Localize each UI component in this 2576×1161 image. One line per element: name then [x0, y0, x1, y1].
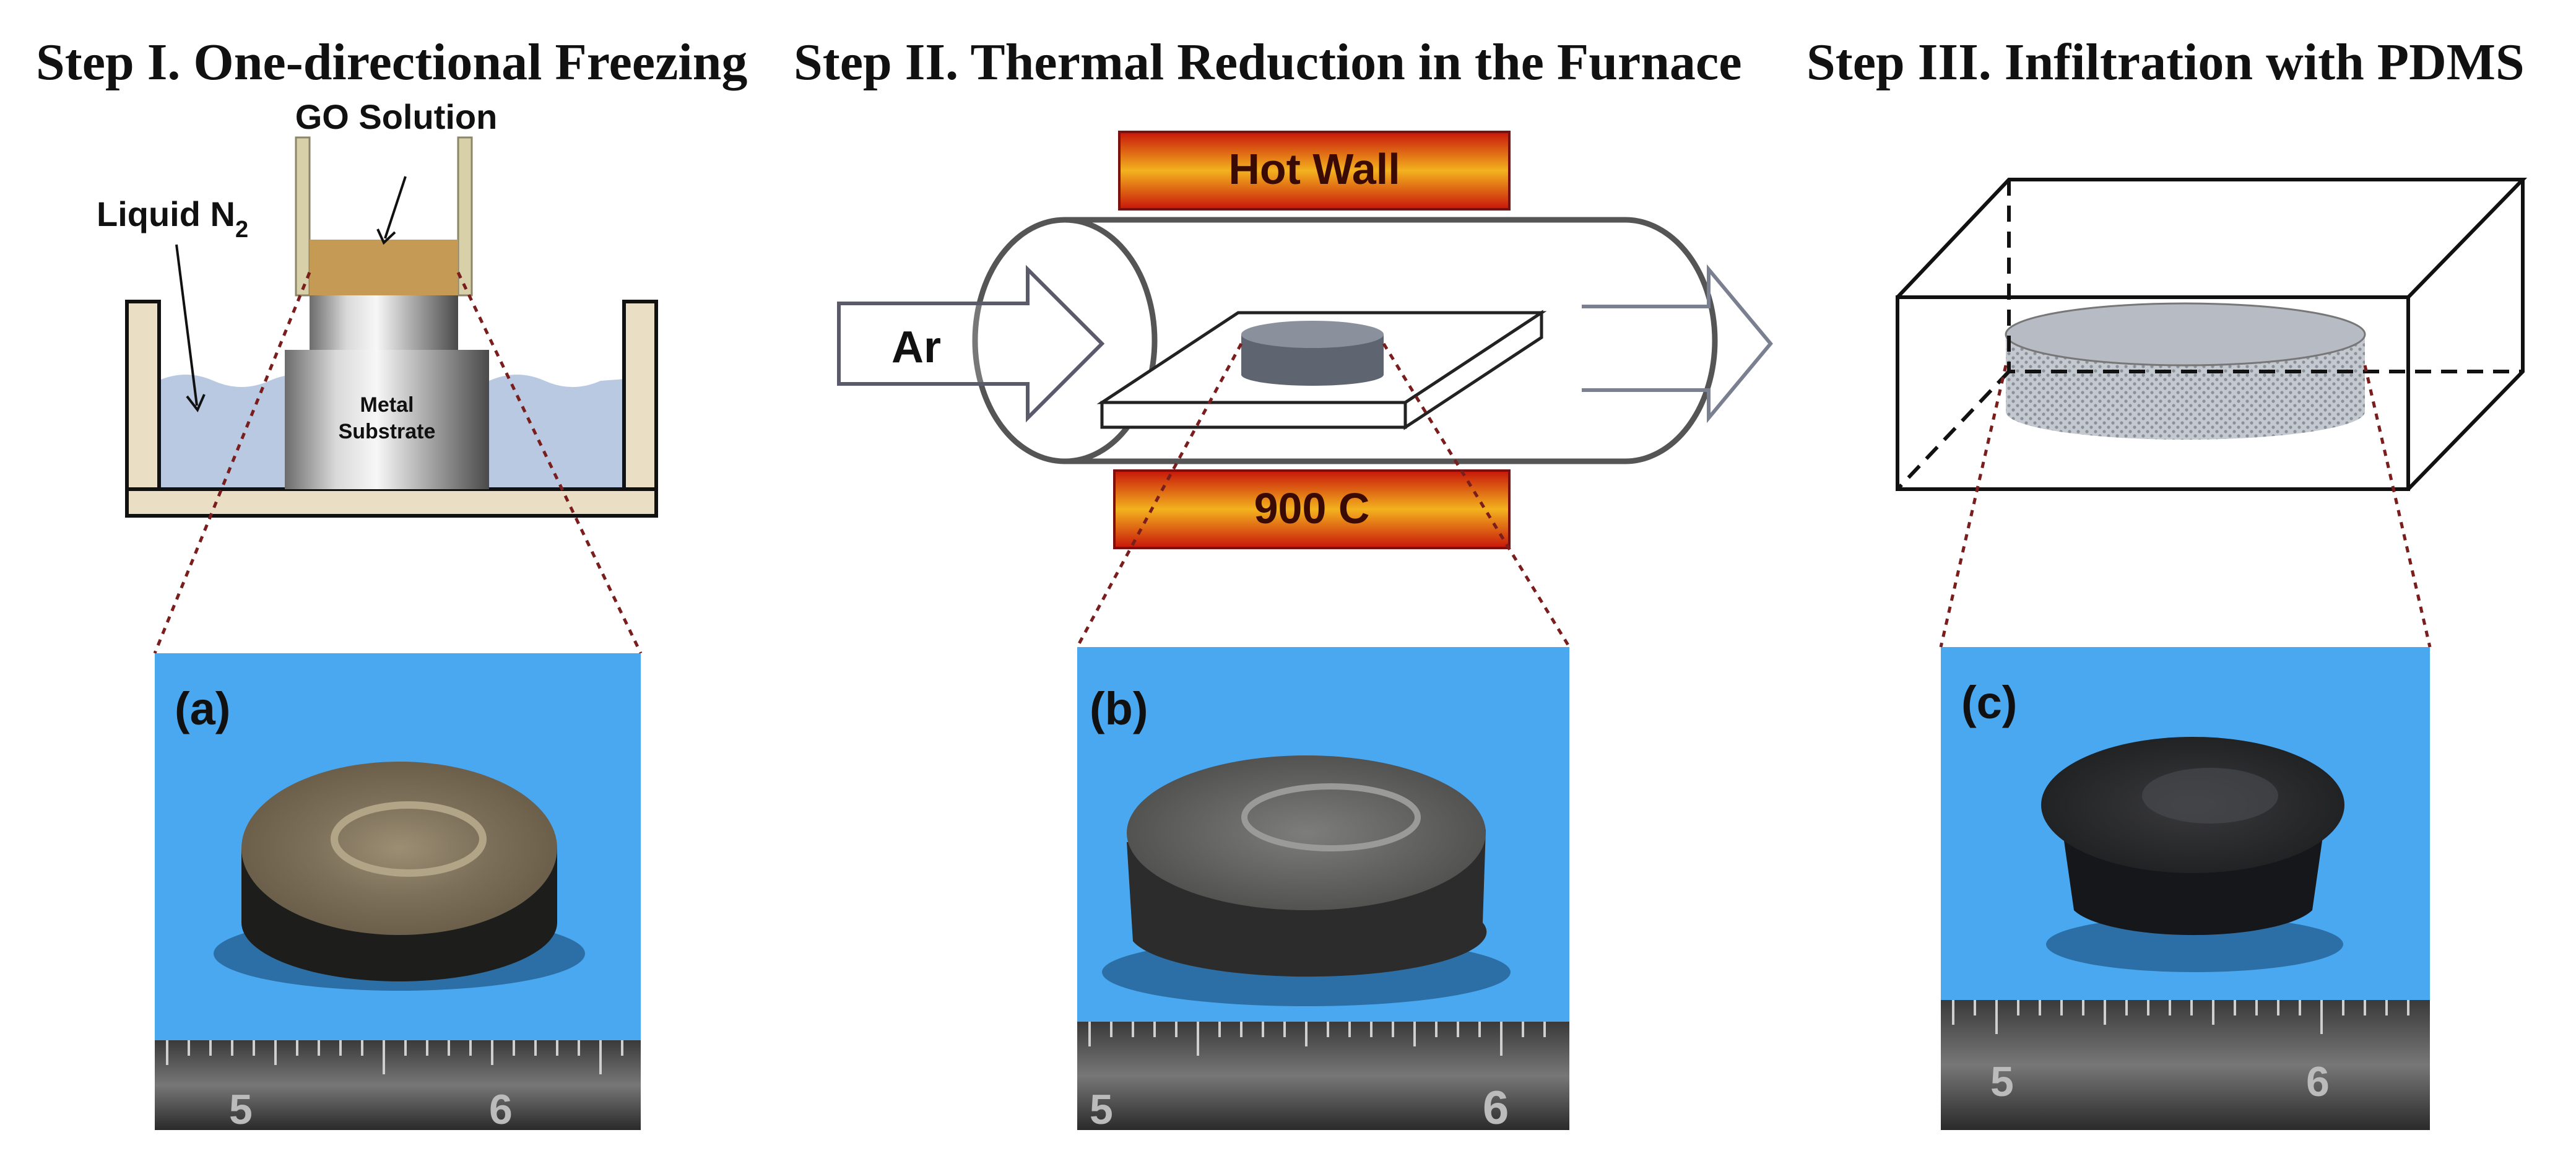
pdms-disk-top: [2005, 302, 2366, 367]
photo-b-disk-ring: [1241, 783, 1421, 851]
photo-c-shadow: [2046, 916, 2343, 972]
photo-panel-b: 5 6 (b): [1077, 647, 1569, 1134]
photo-b-ruler-ticks: [1088, 1022, 1546, 1056]
leader-line-b-right: [1382, 342, 1571, 648]
metal-label-line2: Substrate: [339, 420, 436, 443]
photo-a-ruler-ticks: [166, 1040, 623, 1074]
photo-a-label: (a): [175, 683, 230, 734]
liquid-nitrogen-bath-right: [489, 375, 625, 489]
leader-line-a-right: [456, 271, 643, 654]
container-right-wall: [622, 300, 658, 492]
step-3-title: Step III. Infiltration with PDMS: [1806, 33, 2525, 91]
go-solution-layer: [310, 240, 458, 295]
photo-b-label: (b): [1090, 683, 1148, 734]
liquid-n2-arrowhead: [186, 394, 206, 412]
argon-label: Ar: [891, 323, 941, 372]
box-top-face: [1896, 178, 2528, 299]
photo-a-ruler: [155, 1040, 641, 1130]
temperature-label: 900 C: [1254, 484, 1370, 533]
photo-c-ruler-ticks: [1952, 1000, 2409, 1034]
furnace-tube-right-end: [1624, 217, 1718, 464]
furnace: Hot Wall 900 C Ar: [837, 131, 1773, 549]
argon-inlet-arrow: [837, 264, 1105, 423]
mold-tube-left: [295, 136, 311, 297]
photo-c-ruler-5: 5: [1990, 1058, 2014, 1105]
photo-b-disk-top: [1127, 755, 1486, 910]
hot-wall-label: Hot Wall: [1228, 145, 1400, 193]
go-solution-arrow: [384, 176, 407, 239]
outlet-arrow: [1582, 264, 1773, 424]
leader-line-c-left: [1939, 365, 2008, 648]
photo-a-ruler-5: 5: [229, 1086, 253, 1133]
photo-b-ruler-5: 5: [1090, 1086, 1113, 1133]
photo-panel-a: 5 6 (a): [155, 653, 641, 1133]
container-left-wall: [125, 300, 161, 492]
step-2-title: Step II. Thermal Reduction in the Furnac…: [794, 33, 1741, 91]
photo-c-disk-highlight: [2142, 768, 2278, 824]
photo-b-ruler: [1077, 1022, 1569, 1130]
photo-a-ruler-6: 6: [489, 1086, 513, 1133]
leader-lines: [153, 271, 2432, 654]
metal-substrate-upper: [310, 295, 458, 350]
leader-line-b-left: [1075, 342, 1243, 648]
metal-label-line1: Metal: [360, 393, 414, 417]
photo-c-label: (c): [1961, 677, 2017, 728]
hot-wall-heater: [1118, 131, 1511, 211]
mold-tube-right: [457, 136, 473, 297]
furnace-sample-top: [1241, 321, 1384, 348]
furnace-tube: [1065, 217, 1625, 464]
photo-a-disk-top: [241, 762, 557, 935]
pdms-disk-bottom: [2006, 384, 2365, 440]
photo-a-disk-ring: [331, 801, 487, 877]
box-right-face: [2406, 180, 2525, 491]
container-base: [125, 487, 658, 518]
photo-panel-c: 5 6 (c): [1941, 647, 2430, 1130]
furnace-tube-left-end: [972, 217, 1158, 464]
metal-substrate: [285, 350, 489, 489]
sample-tray-side: [1403, 310, 1543, 430]
liquid-n2-label: Liquid N2: [97, 194, 248, 243]
photo-c-ruler: [1941, 1000, 2430, 1130]
photo-c-ruler-6: 6: [2306, 1058, 2330, 1105]
photo-b-ruler-6: 6: [1483, 1082, 1509, 1134]
furnace-sample-bottom: [1241, 363, 1384, 386]
go-solution-label: GO Solution: [295, 97, 498, 136]
bottom-heater: [1113, 469, 1511, 549]
box-hidden-edges: [1896, 180, 2523, 491]
step-1-title: Step I. One-directional Freezing: [36, 33, 747, 91]
sample-tray-edge: [1100, 401, 1407, 429]
leader-line-c-right: [2363, 365, 2432, 648]
freezing-apparatus: Metal Substrate GO Solution Liquid N2: [97, 97, 658, 518]
liquid-n2-arrow: [175, 244, 198, 406]
pdms-box: [1896, 178, 2528, 491]
go-solution-arrowhead: [376, 228, 396, 245]
